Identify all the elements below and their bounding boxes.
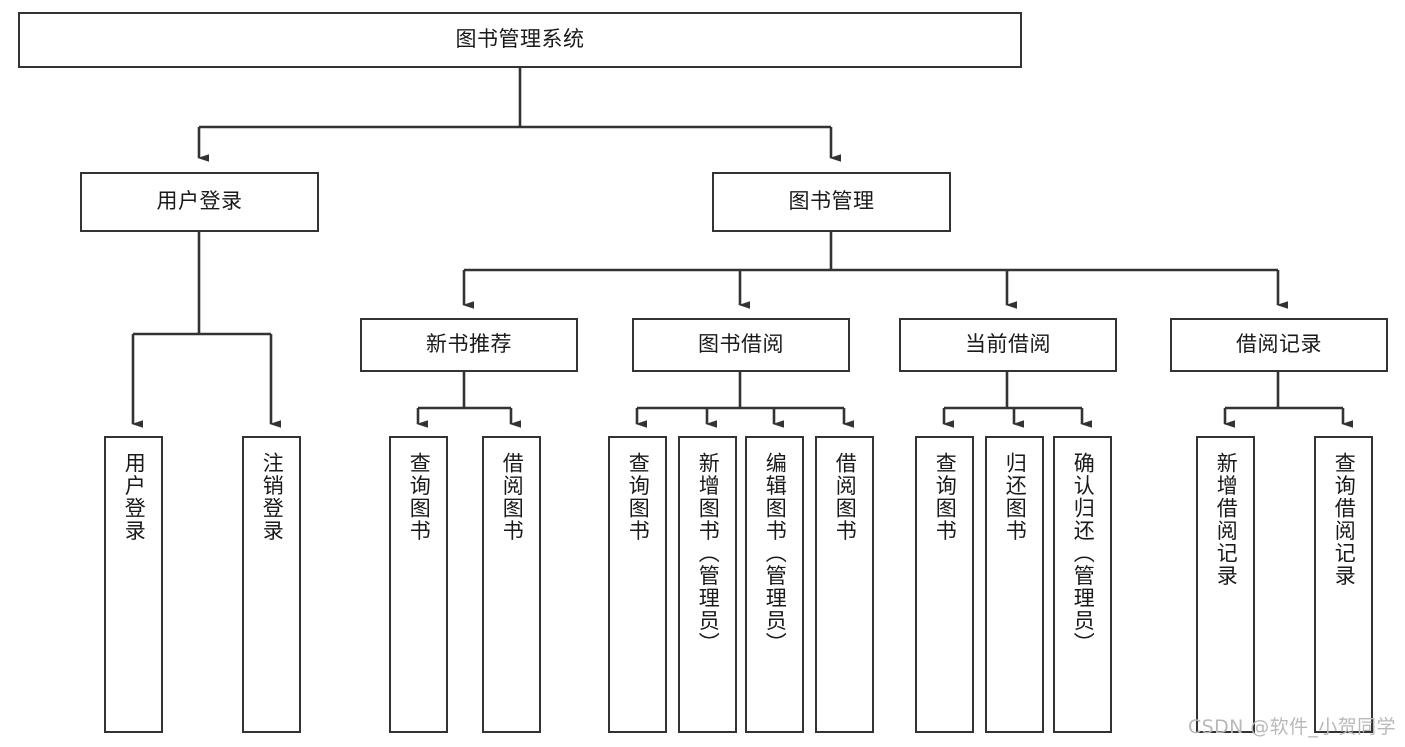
node-label: 借阅图书 [833,452,858,542]
node-book-borrow[interactable]: 图书借阅 [632,318,850,372]
node-label: 当前借阅 [965,332,1051,357]
node-label: 图书借阅 [698,332,784,357]
leaf-borrow-add-book-admin[interactable]: 新增图书（管理员） [678,436,737,733]
node-label: 确认归还（管理员） [1071,452,1096,655]
leaf-current-confirm-return-admin[interactable]: 确认归还（管理员） [1053,436,1112,733]
node-label: 查询图书 [933,452,958,542]
node-label: 用户登录 [156,189,243,214]
node-book-management[interactable]: 图书管理 [712,172,951,232]
node-new-book-recommend[interactable]: 新书推荐 [360,318,578,372]
node-current-borrow[interactable]: 当前借阅 [899,318,1117,372]
leaf-borrow-query-book[interactable]: 查询图书 [608,436,667,733]
node-label: 查询图书 [407,452,432,542]
node-label: 注销登录 [260,452,285,542]
leaf-newbook-borrow-book[interactable]: 借阅图书 [482,436,541,733]
node-label: 用户登录 [122,452,147,542]
node-label: 新书推荐 [426,332,512,357]
leaf-record-query-record[interactable]: 查询借阅记录 [1314,436,1373,733]
node-borrow-record[interactable]: 借阅记录 [1170,318,1388,372]
leaf-newbook-query-book[interactable]: 查询图书 [389,436,448,733]
node-label: 编辑图书（管理员） [763,452,788,655]
node-label: 图书管理 [788,189,875,214]
leaf-user-login-signout[interactable]: 注销登录 [242,436,301,733]
node-label: 查询借阅记录 [1332,452,1357,587]
node-label: 借阅图书 [500,452,525,542]
node-label: 归还图书 [1003,452,1028,542]
node-user-login[interactable]: 用户登录 [80,172,319,232]
node-label: 查询图书 [626,452,651,542]
csdn-watermark: CSDN @软件_小贺同学 [1188,716,1396,738]
leaf-borrow-edit-book-admin[interactable]: 编辑图书（管理员） [745,436,804,733]
leaf-user-login-signin[interactable]: 用户登录 [104,436,163,733]
leaf-current-return-book[interactable]: 归还图书 [985,436,1044,733]
node-label: 新增借阅记录 [1214,452,1239,587]
node-label: 图书管理系统 [455,27,585,52]
leaf-current-query-book[interactable]: 查询图书 [915,436,974,733]
node-root-system[interactable]: 图书管理系统 [18,12,1022,68]
node-label: 借阅记录 [1236,332,1322,357]
leaf-record-add-record[interactable]: 新增借阅记录 [1196,436,1255,733]
leaf-borrow-borrow-book[interactable]: 借阅图书 [815,436,874,733]
node-label: 新增图书（管理员） [696,452,721,655]
